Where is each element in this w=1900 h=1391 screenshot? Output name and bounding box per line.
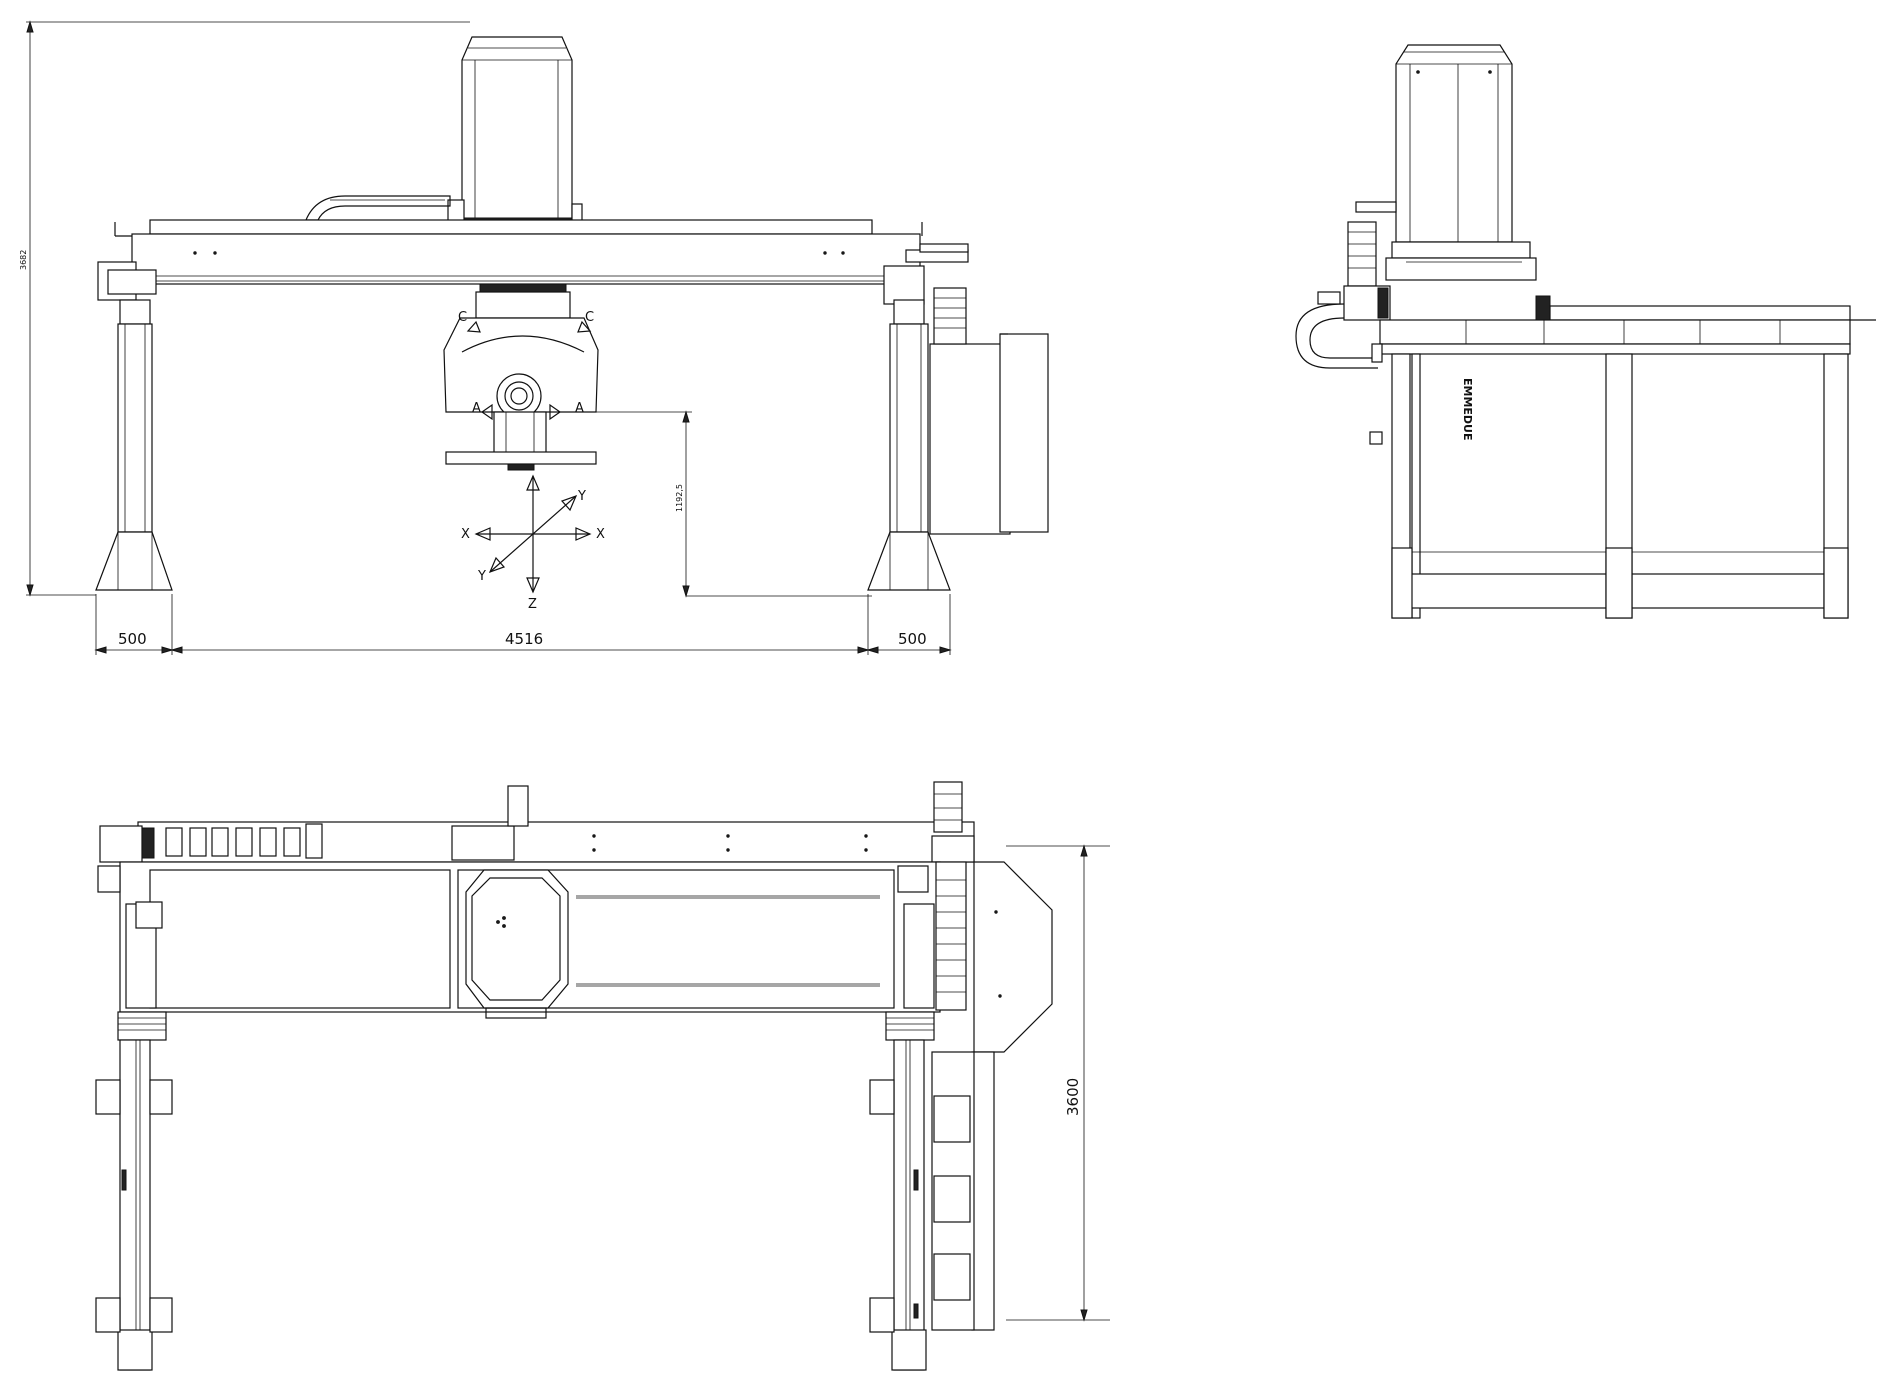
top-view: 3600 [95,781,1110,1371]
side-cable-chain [1295,221,1391,369]
dim-left-base: 500 [118,630,147,648]
axis-y-up: Y [577,489,586,504]
side-view: EMMEDUE [1295,44,1876,619]
top-main-frame [97,861,941,1019]
top-right-rail [869,1011,935,1371]
brand-label: EMMEDUE [1461,378,1474,441]
c-label-left: C [458,310,467,325]
top-right-cabinet [931,861,1053,1331]
beam-cable-chain [305,195,451,221]
top-left-rail [95,1011,173,1371]
side-column-housing [1355,44,1537,281]
a-label-right: A [575,401,584,416]
dim-overall-height: 3682 [19,250,28,270]
a-label-left: A [472,401,481,416]
dim-span: 4516 [505,630,543,648]
right-cabinet [929,287,1049,535]
front-view: C C A A X X Y Y Z [19,20,1049,655]
axis-z: Z [528,597,537,612]
column-housing [447,36,583,231]
axis-y-down: Y [477,569,486,584]
axis-x-left: X [461,527,470,542]
front-dimensions: 3682 500 4516 500 1192,5 [19,20,952,655]
top-beam [99,785,975,863]
dim-right-base: 500 [898,630,927,648]
right-leg [867,299,951,591]
bridge-beam [97,219,969,305]
side-deck [1371,295,1876,363]
top-dimensions: 3600 [1006,844,1110,1322]
axes-symbol: X X Y Y Z [461,474,605,612]
axis-x-right: X [596,527,605,542]
left-leg [95,299,173,591]
dim-depth: 3600 [1064,1078,1082,1116]
cutting-head: C C A A [443,283,599,471]
dim-head-height: 1192,5 [675,484,684,512]
top-right-chain [933,781,967,1011]
side-frame: EMMEDUE [1369,353,1849,619]
c-label-right: C [585,310,594,325]
